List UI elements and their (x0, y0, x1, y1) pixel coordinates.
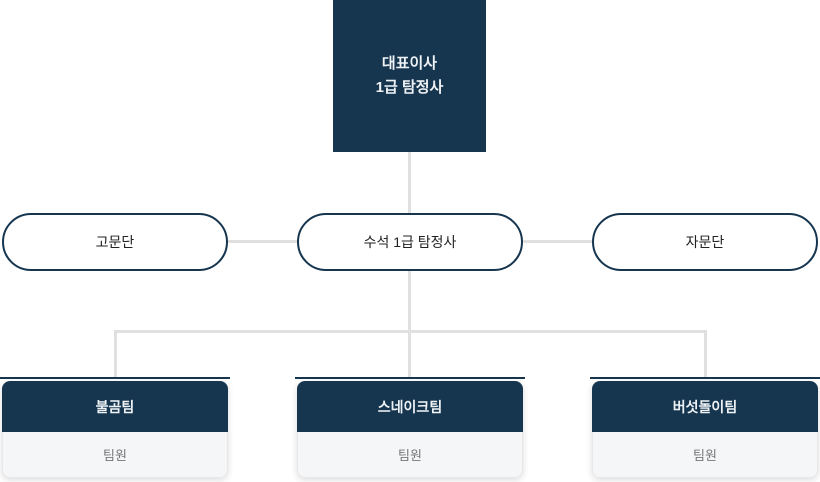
connector-chief-to-advisory (228, 240, 297, 243)
node-chief-detective: 수석 1급 탐정사 (297, 213, 523, 271)
node-advisory-group-label: 고문단 (95, 234, 135, 250)
team-card-header: 스네이크팀 (297, 381, 523, 432)
team-card-header: 버섯돌이팀 (592, 381, 818, 432)
connector-drop-team-2 (408, 332, 411, 377)
team-member-label: 팀원 (693, 448, 717, 463)
team-name-label: 버섯돌이팀 (672, 398, 738, 415)
node-consulting-group: 자문단 (592, 213, 818, 271)
team-name-label: 스네이크팀 (377, 398, 443, 415)
team-name-label: 불곰팀 (95, 398, 135, 415)
connector-teams-horizontal (114, 330, 707, 333)
team-card-body: 팀원 (2, 432, 228, 478)
node-chief-detective-label: 수석 1급 탐정사 (363, 234, 457, 250)
team-card-topline-3 (590, 377, 820, 379)
team-card-topline-2 (295, 377, 525, 379)
node-consulting-group-label: 자문단 (685, 234, 725, 250)
node-ceo: 대표이사 1급 탐정사 (333, 0, 486, 152)
team-card-bulgom: 불곰팀 팀원 (2, 381, 228, 478)
connector-root-to-chief (408, 152, 411, 213)
team-card-body: 팀원 (297, 432, 523, 478)
connector-chief-to-consulting (523, 240, 592, 243)
team-card-topline-1 (0, 377, 230, 379)
connector-chief-to-teams (408, 271, 411, 331)
team-card-mushroom: 버섯돌이팀 팀원 (592, 381, 818, 478)
team-card-snake: 스네이크팀 팀원 (297, 381, 523, 478)
node-ceo-label: 대표이사 1급 탐정사 (375, 55, 444, 96)
team-member-label: 팀원 (398, 448, 422, 463)
team-card-header: 불곰팀 (2, 381, 228, 432)
team-card-body: 팀원 (592, 432, 818, 478)
connector-drop-team-1 (114, 330, 117, 377)
team-member-label: 팀원 (103, 448, 127, 463)
connector-drop-team-3 (704, 330, 707, 377)
node-advisory-group: 고문단 (2, 213, 228, 271)
